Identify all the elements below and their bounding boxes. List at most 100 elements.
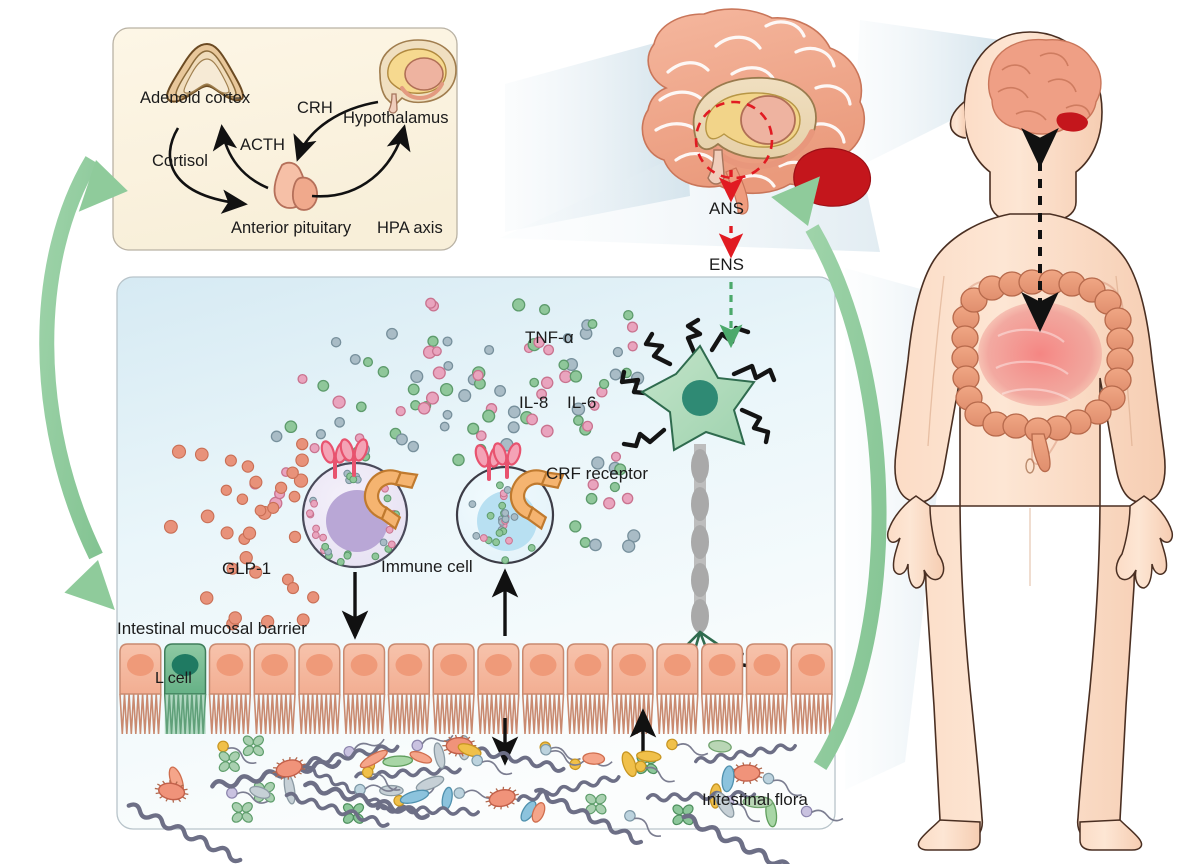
cell-nucleus xyxy=(171,654,199,676)
cell-nucleus xyxy=(619,654,646,676)
cytokine-molecule xyxy=(507,405,521,419)
hypothalamus-illustration xyxy=(379,39,457,114)
microvilli xyxy=(119,693,162,735)
bacterium-cluster xyxy=(585,793,607,815)
glp1-molecule xyxy=(224,454,237,467)
cytokine-molecule xyxy=(482,409,496,423)
bacterium-piliated xyxy=(272,756,306,780)
cytokine-molecule xyxy=(569,370,583,383)
cytokine-molecule xyxy=(533,336,545,349)
bacterium-spirochete xyxy=(681,813,804,864)
cytokine-molecule xyxy=(510,513,519,521)
bacterium-piliated xyxy=(485,786,519,810)
cytokine-molecule xyxy=(270,430,283,443)
myelinated-axon xyxy=(691,444,709,633)
cytokine-molecule xyxy=(386,327,398,340)
cytokine-molecule xyxy=(472,369,484,381)
cytokine-molecule xyxy=(626,321,639,333)
label-il8: IL-8 xyxy=(519,393,549,412)
bacterium-rod xyxy=(531,802,546,823)
label-glp1: GLP-1 xyxy=(222,559,272,578)
label-anterior-pituitary: Anterior pituitary xyxy=(231,219,352,237)
bacterium-spirochete xyxy=(516,775,621,802)
cytokine-molecule xyxy=(343,551,352,560)
cytokine-molecule xyxy=(315,429,327,440)
label-adenoid-cortex: Adenoid cortex xyxy=(140,89,251,107)
cytokine-molecule xyxy=(503,486,512,494)
cell-nucleus xyxy=(753,654,781,676)
microvilli xyxy=(521,693,565,735)
immune-cell-right xyxy=(455,442,565,565)
cytokine-molecule xyxy=(573,415,584,426)
cytokine-molecule xyxy=(587,319,598,329)
glp1-molecule xyxy=(241,460,255,473)
cell-nucleus xyxy=(708,654,736,676)
pituitary-illustration xyxy=(273,161,318,211)
cytokine-molecule xyxy=(569,520,582,533)
cytokine-molecule xyxy=(486,511,495,520)
intestinal-flora xyxy=(126,734,844,864)
glp1-molecule xyxy=(249,565,263,579)
glp1-molecule xyxy=(296,613,310,627)
cytokine-molecule xyxy=(609,481,621,493)
cytokine-molecule xyxy=(309,442,320,454)
cytokine-molecule xyxy=(458,389,472,403)
cytokine-molecule xyxy=(407,440,420,453)
hypothalamus-highlight-circle xyxy=(694,100,774,180)
cytokine-molecule xyxy=(355,401,367,413)
glp1-molecule xyxy=(254,504,267,517)
bacterium-spirochete xyxy=(305,765,390,811)
bacterium-spirochete xyxy=(285,744,400,769)
cytokine-molecule xyxy=(297,373,308,385)
cytokine-molecule xyxy=(427,335,439,347)
label-l-cell: L cell xyxy=(155,670,192,687)
label-intestinal-flora: Intestinal flora xyxy=(702,790,808,809)
cytokine-molecule xyxy=(439,382,454,397)
cytokine-molecule xyxy=(439,421,450,432)
cytokine-molecule xyxy=(501,509,510,517)
cytokine-molecule xyxy=(319,533,328,542)
microvilli xyxy=(298,693,341,735)
cytokine-molecule xyxy=(387,540,396,549)
cytokine-molecule xyxy=(562,333,574,344)
label-acth: ACTH xyxy=(240,136,285,154)
cytokine-molecule xyxy=(383,494,392,503)
bacterium-spirochete xyxy=(303,780,430,820)
immune-cell-left xyxy=(301,438,419,569)
glp1-molecule xyxy=(226,562,239,575)
cytokine-molecule xyxy=(623,309,634,321)
cell-nucleus xyxy=(306,654,333,676)
label-crf-receptor: CRF receptor xyxy=(546,464,649,483)
cytokine-molecule xyxy=(472,532,481,540)
enteric-neuron xyxy=(619,317,777,676)
cytokine-molecule xyxy=(362,357,374,368)
microvilli xyxy=(208,693,252,735)
cell-nucleus xyxy=(126,654,154,676)
glp1-molecule xyxy=(286,466,299,479)
bacterium-flagellate xyxy=(634,760,675,783)
bacterium-rod xyxy=(721,765,735,793)
cytokine-molecule xyxy=(467,422,480,435)
bacterium-cluster xyxy=(218,751,240,772)
cytokine-molecule xyxy=(505,536,513,545)
cytokine-molecule xyxy=(540,424,554,438)
bacterium-rod xyxy=(382,755,414,767)
cytokine-molecule xyxy=(589,538,602,552)
cytokine-molecule xyxy=(312,524,320,533)
cytokine-molecule xyxy=(512,298,526,312)
cytokine-molecule xyxy=(310,499,318,508)
glp1-molecule xyxy=(242,526,257,540)
cytokine-molecule xyxy=(484,344,495,356)
microvilli xyxy=(432,693,475,735)
cytokine-molecule xyxy=(431,346,442,357)
cytokine-molecule xyxy=(622,539,636,553)
cytokine-molecule xyxy=(334,416,345,428)
cytokine-molecule xyxy=(475,430,487,442)
antibody-receptor xyxy=(339,438,369,477)
green-connector-left xyxy=(39,156,128,611)
cytokine-molecule xyxy=(443,360,454,371)
cytokine-molecule xyxy=(442,336,453,347)
cytokine-molecule xyxy=(442,409,453,420)
